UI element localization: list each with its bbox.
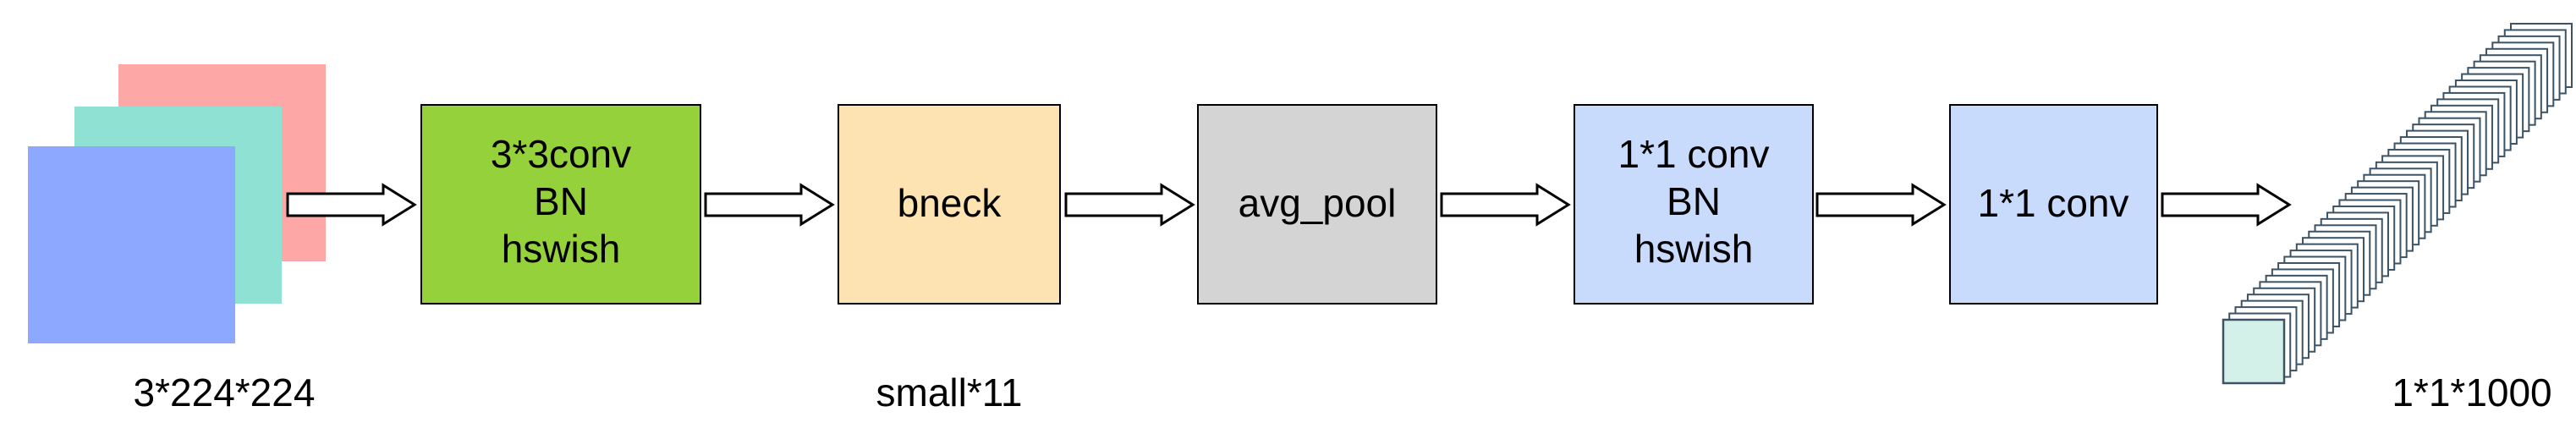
arrow-right-icon [1815, 183, 1947, 227]
arrow-right-icon [2161, 183, 2292, 227]
block-label-line: 1*1 conv [1618, 132, 1769, 176]
block-bneck: bneck [838, 104, 1061, 305]
input-image-stack [28, 64, 326, 343]
input-caption: 3*224*224 [134, 370, 316, 414]
block-avg-pool: avg_pool [1197, 104, 1437, 305]
arrow-right-icon [286, 183, 417, 227]
output-front-slice [2222, 318, 2286, 385]
block-label-line: hswish [502, 227, 621, 271]
block-label-line: 3*3conv [491, 132, 631, 176]
block-label-line: BN [534, 179, 588, 223]
output-tensor-stack [2222, 23, 2573, 385]
input-channel-layer [28, 146, 235, 343]
block-label-line: bneck [898, 181, 1002, 225]
block-label-line: avg_pool [1239, 181, 1397, 225]
block-label-line: BN [1667, 179, 1721, 223]
output-caption: 1*1*1000 [2392, 370, 2551, 414]
block-label-line: hswish [1634, 227, 1754, 271]
arrow-right-icon [1064, 183, 1195, 227]
block-conv3-bn-hswish: 3*3conv BN hswish [420, 104, 701, 305]
arrow-right-icon [1440, 183, 1571, 227]
block-label-line: 1*1 conv [1977, 181, 2128, 225]
bneck-caption: small*11 [876, 370, 1023, 414]
block-conv1-bn-hswish: 1*1 conv BN hswish [1574, 104, 1814, 305]
flow-arrows [286, 183, 2292, 227]
block-conv1: 1*1 conv [1949, 104, 2158, 305]
arrow-right-icon [704, 183, 835, 227]
